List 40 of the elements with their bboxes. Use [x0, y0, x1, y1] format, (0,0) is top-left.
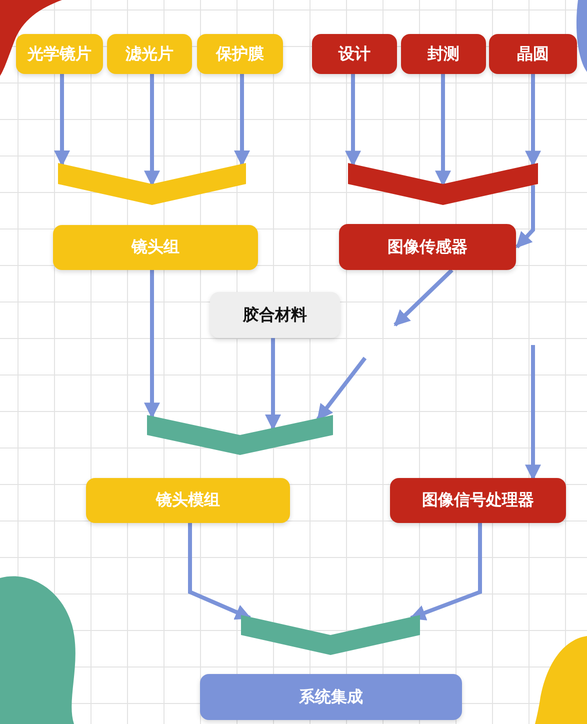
process-box	[339, 224, 516, 270]
merge-chevron	[241, 615, 420, 655]
process-box	[197, 34, 283, 74]
arrow	[265, 338, 281, 430]
arrow	[54, 74, 70, 166]
arrow	[316, 356, 367, 420]
process-box	[489, 34, 577, 74]
node-label: 晶圆	[517, 44, 549, 64]
node-label: 图像传感器	[388, 236, 468, 258]
process-box	[401, 34, 486, 74]
material-box	[210, 292, 340, 338]
node-label: 镜头组	[132, 237, 180, 258]
node-label: 滤光片	[126, 44, 174, 64]
arrow	[516, 185, 535, 248]
process-box	[200, 674, 462, 720]
arrow	[234, 74, 250, 166]
node-label: 系统集成	[299, 686, 363, 708]
arrow	[345, 74, 361, 167]
process-box	[312, 34, 397, 74]
arrow	[188, 523, 252, 620]
node-label: 封测	[428, 44, 460, 64]
arrow	[525, 74, 541, 167]
node-label: 胶合材料	[243, 304, 307, 326]
arrow	[525, 345, 541, 481]
process-box	[86, 478, 290, 523]
process-box	[107, 34, 192, 74]
merge-chevron	[58, 163, 246, 205]
node-label: 图像信号处理器	[422, 490, 534, 511]
merge-chevron	[147, 415, 333, 455]
node-label: 设计	[338, 44, 370, 64]
node-label: 保护膜	[216, 44, 264, 64]
node-label: 镜头模组	[156, 490, 220, 511]
node-label: 光学镜片	[28, 44, 92, 64]
process-box	[390, 478, 566, 523]
merge-chevron	[348, 163, 538, 205]
arrow	[394, 268, 454, 326]
process-box	[53, 225, 258, 270]
arrow	[144, 270, 160, 419]
process-box	[16, 34, 103, 74]
arrow	[410, 523, 482, 620]
